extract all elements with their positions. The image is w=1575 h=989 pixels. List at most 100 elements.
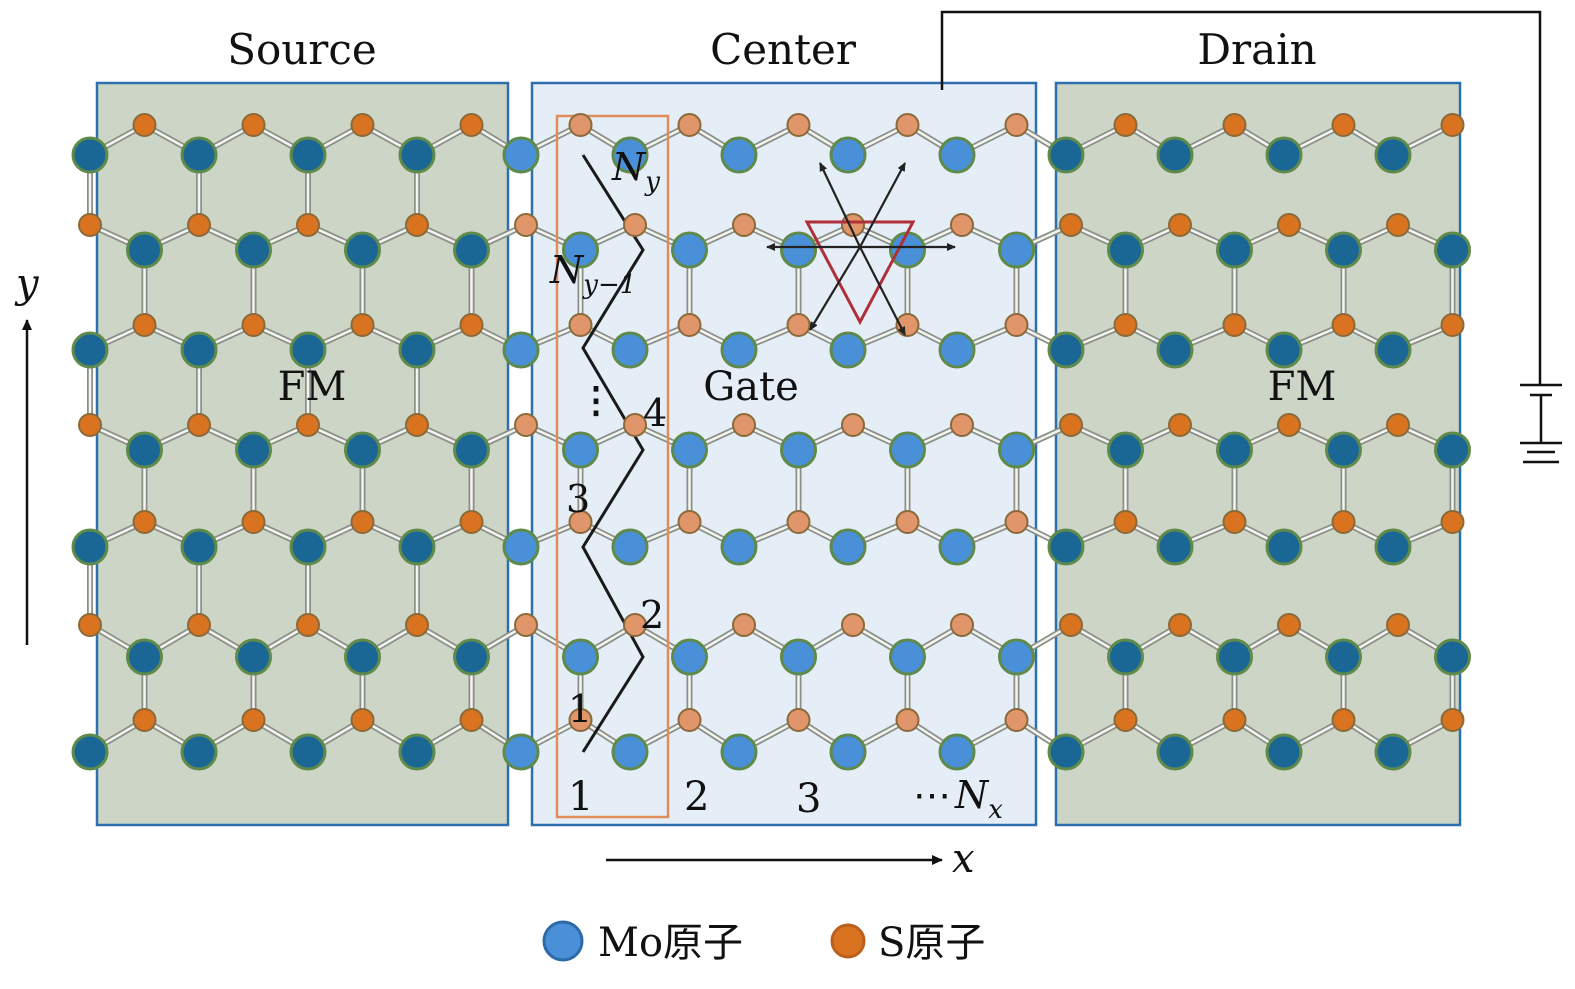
s-atom — [1168, 213, 1192, 237]
legend-s-marker — [830, 923, 866, 959]
legend-s-label: S原子 — [878, 920, 985, 966]
mo-atom — [502, 733, 540, 771]
mo-atom — [829, 331, 867, 369]
mo-atom — [1216, 231, 1253, 269]
s-atom — [350, 113, 375, 137]
s-atom — [459, 113, 484, 137]
hop-arrow-upleft — [819, 162, 861, 248]
mo-atom — [1434, 638, 1471, 676]
s-atom — [1440, 510, 1465, 534]
s-atom — [459, 313, 484, 337]
label-chain-1: 1 — [568, 687, 592, 731]
mo-atom — [720, 331, 758, 369]
mo-atom — [938, 136, 976, 174]
mo-atom — [1325, 638, 1362, 676]
mo-atom — [829, 733, 867, 771]
gate-label: Gate — [703, 364, 799, 410]
mo-atom — [180, 733, 218, 771]
legend-mo-marker — [542, 920, 584, 962]
mo-atom — [1047, 528, 1085, 566]
s-atom — [1277, 213, 1301, 237]
label-ny: Ny — [611, 145, 660, 197]
mo-atom — [1156, 331, 1194, 369]
s-atom — [841, 413, 865, 437]
mo-atom — [1156, 136, 1194, 174]
s-atom — [568, 313, 593, 337]
s-atom — [786, 113, 811, 137]
mo-atom — [1374, 136, 1412, 174]
mo-atom — [938, 528, 976, 566]
mo-atom — [71, 136, 109, 174]
mo-atom — [453, 431, 490, 469]
hop-arrow-downleft — [809, 246, 861, 331]
center-title: Center — [710, 25, 857, 74]
s-atom — [1004, 313, 1029, 337]
s-atom — [623, 413, 647, 437]
label-chain-2: 2 — [640, 593, 664, 637]
s-atom — [1168, 413, 1192, 437]
mo-atom — [671, 638, 708, 676]
mo-atom — [1216, 431, 1253, 469]
mo-atom — [289, 136, 327, 174]
s-atom — [1277, 613, 1301, 637]
label-chain-3: 3 — [566, 477, 590, 521]
y-axis-label: y — [14, 261, 40, 307]
mo-atom — [289, 528, 327, 566]
mo-atom — [1265, 136, 1303, 174]
mo-atom — [235, 638, 272, 676]
mo-atom — [1434, 231, 1471, 269]
s-atom — [1168, 613, 1192, 637]
mo-atom — [235, 431, 272, 469]
label-ny-minus-1: Ny−1 — [549, 248, 636, 300]
mo-atom — [344, 638, 381, 676]
mo-atom — [562, 231, 599, 269]
s-atom — [1059, 213, 1083, 237]
lattice-atoms — [71, 113, 1471, 771]
mo-atom — [502, 528, 540, 566]
mo-atom — [720, 528, 758, 566]
mo-atom — [1325, 231, 1362, 269]
s-atom — [568, 510, 593, 534]
s-atom — [786, 510, 811, 534]
s-atom — [677, 510, 702, 534]
s-atom — [1113, 510, 1138, 534]
mo-atom — [1216, 638, 1253, 676]
mo-atom — [71, 528, 109, 566]
s-atom — [1113, 113, 1138, 137]
mo-atom — [71, 733, 109, 771]
s-atom — [1386, 213, 1410, 237]
s-atom — [568, 708, 593, 732]
mo-atom — [1265, 733, 1303, 771]
s-atom — [514, 213, 538, 237]
s-atom — [1059, 613, 1083, 637]
mo-atom — [502, 136, 540, 174]
s-atom — [132, 510, 157, 534]
source-fm-label: FM — [278, 364, 347, 410]
s-atom — [1222, 313, 1247, 337]
mo-atom — [611, 528, 649, 566]
hop-arrow-upright — [859, 162, 906, 248]
mo-atom — [1047, 331, 1085, 369]
x-axis-label: x — [952, 836, 975, 882]
s-atom — [132, 113, 157, 137]
mo-atom — [1374, 733, 1412, 771]
s-atom — [187, 413, 211, 437]
mo-atom — [1374, 528, 1412, 566]
mo-atom — [1374, 331, 1412, 369]
hopping-vectors — [766, 162, 956, 336]
mo-atom — [289, 331, 327, 369]
mo-atom — [502, 331, 540, 369]
s-atom — [1331, 510, 1356, 534]
s-atom — [405, 213, 429, 237]
mo-atom — [562, 638, 599, 676]
mo-atom — [344, 231, 381, 269]
mo-atom — [562, 431, 599, 469]
mo-atom — [1107, 231, 1144, 269]
mo-atom — [126, 638, 163, 676]
s-atom — [78, 413, 102, 437]
mo-atom — [998, 431, 1035, 469]
s-atom — [677, 313, 702, 337]
mo-atom — [998, 638, 1035, 676]
